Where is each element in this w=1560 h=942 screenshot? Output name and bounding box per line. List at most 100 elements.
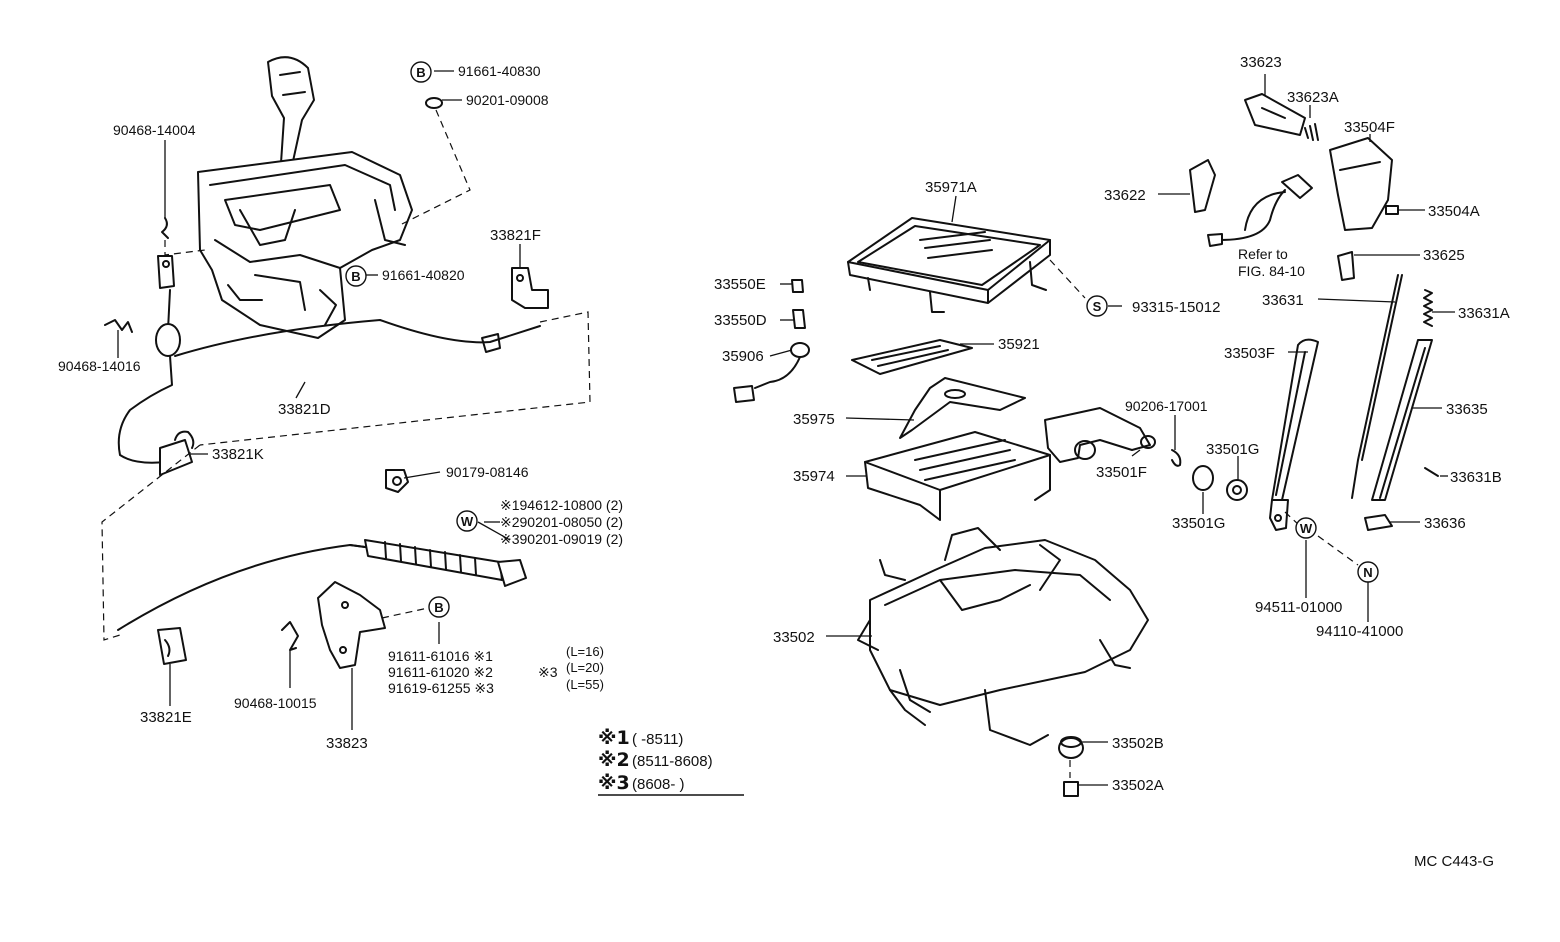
symbol-W-left: W — [456, 510, 478, 532]
svg-text:W: W — [461, 514, 474, 529]
cable-33821D-drawing — [101, 289, 591, 641]
label-90201-08050: ※290201-08050 (2) — [500, 514, 623, 530]
leader-lines — [117, 70, 1455, 786]
lever-bracket-33501F-drawing — [1044, 407, 1156, 463]
bracket-33823-drawing — [317, 581, 429, 669]
label-90179-08146: 90179-08146 — [446, 464, 529, 480]
spring-33631A-drawing — [1423, 289, 1433, 327]
indicator-cover-35971A-drawing — [847, 217, 1086, 313]
bulb-parts-drawing — [733, 279, 810, 403]
clip-90468-10015-drawing — [281, 621, 299, 651]
label-33821D: 33821D — [278, 401, 331, 418]
symbol-N: N — [1357, 561, 1379, 583]
label-33625: 33625 — [1423, 247, 1465, 264]
legend-range-1: ( -8511) — [632, 731, 683, 748]
label-33821E: 33821E — [140, 709, 192, 726]
nut-washer-drawing — [399, 97, 471, 226]
label-33631A: 33631A — [1458, 305, 1510, 322]
legend-mark-3: ※3 — [598, 772, 630, 794]
label-91661-40820: 91661-40820 — [382, 267, 465, 283]
bracket-33821F-drawing — [511, 267, 549, 309]
cushion-33636-drawing — [1364, 514, 1393, 531]
sleeve-33625-drawing — [1337, 251, 1355, 281]
label-91619-61255: 91619-61255 ※3 — [388, 680, 494, 696]
pin-33631B-drawing — [1424, 467, 1439, 477]
label-35906: 35906 — [722, 348, 764, 365]
symbol-B-mid: B — [345, 265, 367, 287]
label-33502A: 33502A — [1112, 777, 1164, 794]
label-33502: 33502 — [773, 629, 815, 646]
symbol-B-lower: B — [428, 596, 450, 618]
indicator-plate-35921-drawing — [851, 339, 973, 375]
label-90201-09008: 90201-09008 — [466, 92, 549, 108]
base-33502-drawing — [857, 527, 1149, 746]
label-33821K: 33821K — [212, 446, 264, 463]
lower-cable-drawing — [117, 539, 527, 631]
label-35921: 35921 — [998, 336, 1040, 353]
date-range-legend: ※1 ( -8511) ※2 (8511-8608) ※3 (8608- ) — [598, 727, 744, 796]
label-90206-17001: 90206-17001 — [1125, 398, 1208, 414]
knob-button-33623-drawing — [1244, 93, 1319, 141]
label-33550D: 33550D — [714, 312, 767, 329]
label-33502B: 33502B — [1112, 735, 1164, 752]
bushing-33501G-drawing — [1192, 465, 1248, 501]
symbol-S: S — [1086, 295, 1108, 317]
rod-33631-drawing — [1351, 274, 1403, 499]
reference-line-2: FIG. 84-10 — [1238, 263, 1305, 279]
label-33550E: 33550E — [714, 276, 766, 293]
part-labels: 33623 33623A 33504F 33622 33504A 33625 3… — [58, 54, 1510, 794]
svg-text:B: B — [434, 600, 443, 615]
svg-text:B: B — [351, 269, 360, 284]
legend-range-3: (8608- ) — [632, 776, 685, 793]
dashed-leaders-right — [1284, 511, 1359, 566]
label-35974: 35974 — [793, 468, 835, 485]
label-33623: 33623 — [1240, 54, 1282, 71]
screw-33504A-drawing — [1385, 205, 1399, 215]
symbol-circles: B B B W S W N — [345, 61, 1379, 618]
knob-cover-33622-drawing — [1189, 159, 1216, 213]
symbol-W-right: W — [1295, 517, 1317, 539]
svg-text:S: S — [1093, 299, 1102, 314]
clip-90206-17001-drawing — [1171, 449, 1182, 467]
label-33503F: 33503F — [1224, 345, 1275, 362]
legend-mark-1: ※1 — [598, 727, 630, 749]
reference-line-1: Refer to — [1238, 246, 1288, 262]
label-mark-3: ※3 — [538, 664, 558, 680]
slide-cover-35975-drawing — [899, 377, 1026, 439]
label-91611-61020: 91611-61020 ※2 — [388, 664, 493, 680]
label-94110-41000: 94110-41000 — [1316, 623, 1403, 640]
grommet-33502B-drawing — [1058, 736, 1084, 797]
switch-wire-drawing — [1207, 174, 1313, 247]
label-90201-09019: ※390201-09019 (2) — [500, 531, 623, 547]
label-33501G-upper: 33501G — [1206, 441, 1259, 458]
label-L16: (L=16) — [566, 644, 604, 659]
svg-text:W: W — [1300, 521, 1313, 536]
label-33623A: 33623A — [1287, 89, 1339, 106]
svg-text:B: B — [416, 65, 425, 80]
label-35975: 35975 — [793, 411, 835, 428]
label-33622: 33622 — [1104, 187, 1146, 204]
knob-33504F-drawing — [1329, 137, 1393, 231]
label-L20: (L=20) — [566, 660, 604, 675]
symbol-B-top: B — [410, 61, 432, 83]
shift-lever-assembly-drawing — [197, 56, 413, 339]
label-90468-14016: 90468-14016 — [58, 358, 141, 374]
label-94612-10800: ※194612-10800 (2) — [500, 497, 623, 513]
label-94511-01000: 94511-01000 — [1255, 599, 1342, 616]
label-33501F: 33501F — [1096, 464, 1147, 481]
nut-90179-08146-drawing — [385, 469, 409, 493]
label-35971A: 35971A — [925, 179, 977, 196]
lever-tube-33503F-drawing — [1269, 338, 1319, 531]
label-93315-15012: 93315-15012 — [1132, 299, 1220, 316]
label-33635: 33635 — [1446, 401, 1488, 418]
label-33631: 33631 — [1262, 292, 1304, 309]
clip-90468-14004-drawing — [157, 217, 206, 289]
legend-range-2: (8511-8608) — [632, 753, 713, 770]
svg-text:N: N — [1363, 565, 1372, 580]
label-33823: 33823 — [326, 735, 368, 752]
clip-90468-14016-drawing — [104, 319, 133, 333]
position-indicator-35974-drawing — [864, 431, 1051, 521]
label-90468-14004: 90468-14004 — [113, 122, 196, 138]
label-33636: 33636 — [1424, 515, 1466, 532]
